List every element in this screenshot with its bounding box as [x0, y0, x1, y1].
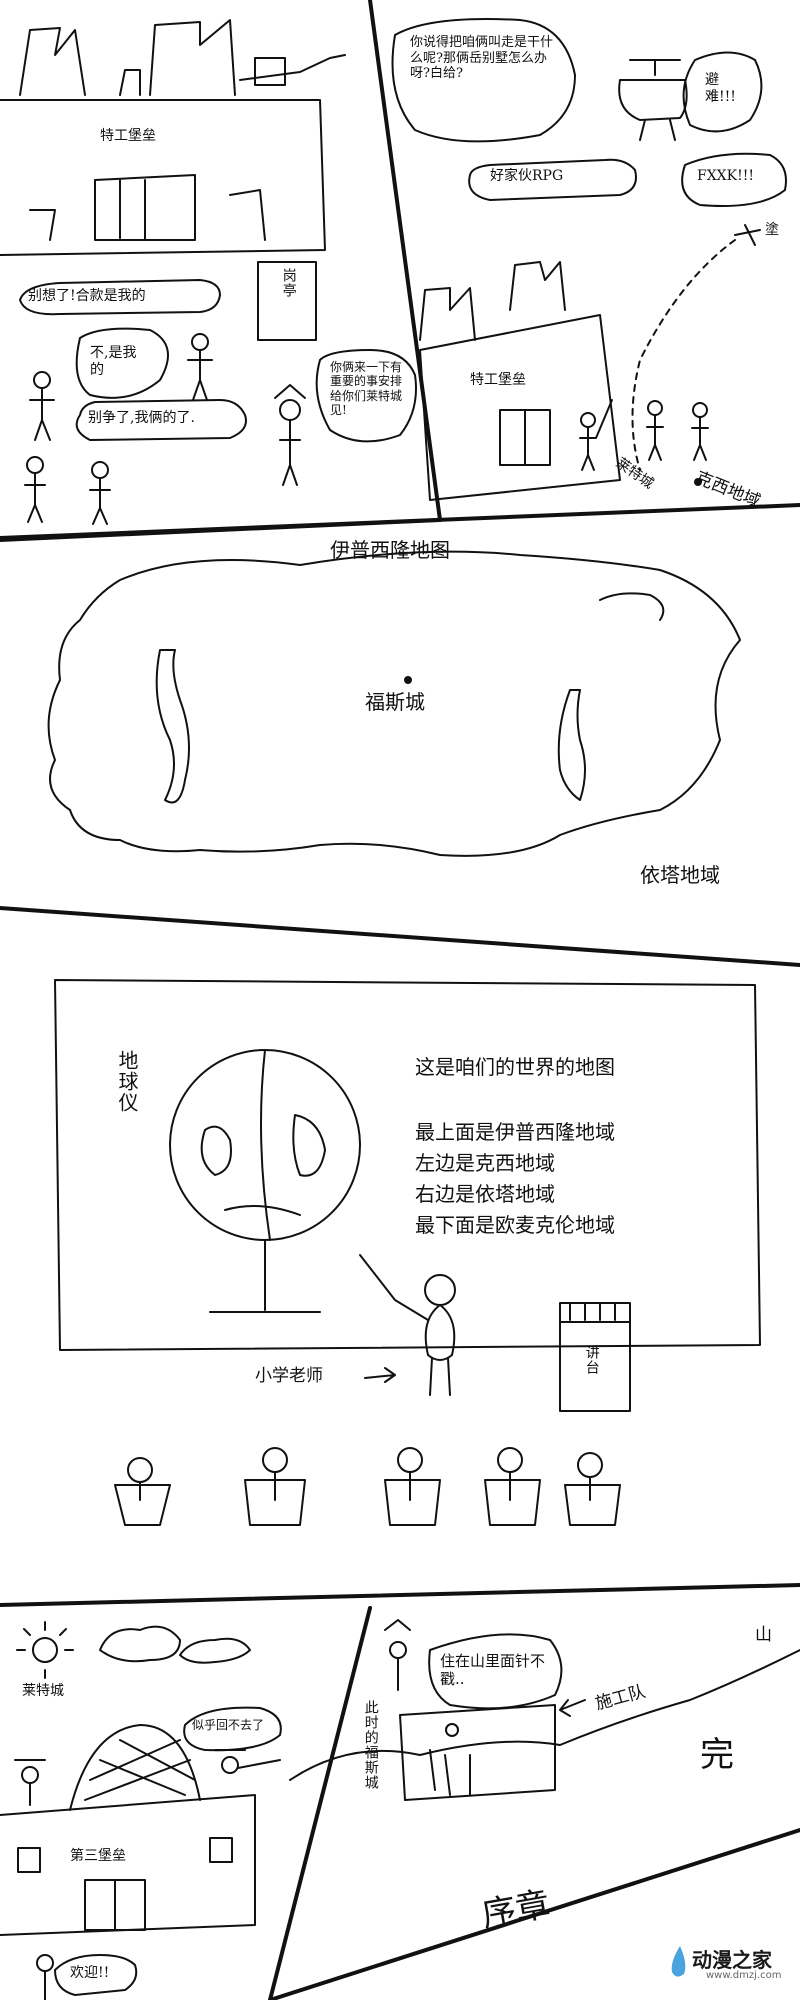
- mountain-label: 山: [755, 1625, 772, 1645]
- bubble-question: 你说得把咱俩叫走是干什么呢?那俩岳别墅怎么办呀?白给?: [410, 35, 554, 82]
- podium-drawing: [559, 1302, 631, 1412]
- teacher-figure: [359, 1254, 456, 1396]
- blackboard: [54, 979, 761, 1351]
- panel6-characters: [384, 1619, 411, 1691]
- kiosk-sign: 岗亭: [280, 268, 297, 298]
- panel5-sky: [16, 1621, 251, 1679]
- city-dot: [404, 478, 702, 684]
- board-line-6: 最下面是欧麦克伦地域: [415, 1213, 615, 1237]
- watermark-url: www.dmzj.com: [706, 1970, 782, 1981]
- panel1-characters: [24, 333, 306, 525]
- site-watermark[interactable]: 动漫之家 www.dmzj.com: [666, 1940, 786, 1990]
- panel5-city-label: 莱特城: [22, 1683, 64, 1699]
- fortress-sign: 特工堡垒: [100, 128, 156, 144]
- watermark-brand: 动漫之家: [692, 1948, 772, 1972]
- students-drawing: [114, 1447, 621, 1526]
- podium-label: 讲台: [583, 1345, 600, 1375]
- team-arrow: [559, 1699, 586, 1717]
- bubble-living: 住在山里面针不戳..: [440, 1652, 546, 1688]
- city-label: 福斯城: [365, 690, 425, 714]
- cave-room: [399, 1704, 556, 1801]
- panel2-fortress: [419, 261, 621, 501]
- panel2-fortress-sign: 特工堡垒: [470, 372, 526, 388]
- bubble-rpg: 好家伙RPG: [490, 168, 564, 184]
- panel2-bubbles: [391, 18, 787, 207]
- map-title: 伊普西隆地图: [330, 538, 450, 562]
- board-line-4: 左边是克西地域: [415, 1151, 555, 1175]
- rocket-trail: [631, 239, 736, 471]
- vertical-caption: 此时的福斯城: [362, 1700, 379, 1790]
- bubble-no-mine: 不,是我的: [90, 345, 137, 378]
- globe-label: 地球仪: [115, 1050, 139, 1113]
- panel2-soldiers: [579, 224, 761, 471]
- board-line-5: 右边是依塔地域: [415, 1182, 555, 1206]
- dome-drawing: [69, 1724, 201, 1811]
- end-text: 完: [700, 1735, 734, 1775]
- bubble-welcome: 欢迎!!: [70, 1965, 110, 1981]
- bubble-flee: 避难!!!: [705, 72, 736, 105]
- panel1-bubbles: [19, 279, 417, 443]
- helicopter-drawing: [618, 59, 688, 141]
- panel5-characters: [14, 1749, 281, 2000]
- bubble-dont-think: 别想了!合款是我的: [28, 288, 146, 304]
- third-fortress-sign: 第三堡垒: [70, 1848, 126, 1864]
- bubble-cant-go-back: 似乎回不去了: [192, 1718, 265, 1732]
- panel5-bubbles: [54, 1706, 282, 1996]
- teacher-label: 小学老师: [255, 1366, 323, 1386]
- globe-drawing: [169, 1049, 361, 1313]
- board-line-1: 这是咱们的世界的地图: [415, 1055, 615, 1079]
- continent-outline: [47, 550, 741, 857]
- board-line-3: 最上面是伊普西隆地域: [415, 1120, 615, 1144]
- third-fortress: [0, 1794, 256, 1936]
- bubble-stop-fighting: 别争了,我俩的了.: [88, 410, 195, 426]
- label-tu: 塗: [765, 222, 779, 238]
- panel6-bubbles: [428, 1633, 563, 1710]
- kiosk-drawing: [257, 261, 317, 341]
- mountain-drawing: [289, 1649, 800, 1781]
- teacher-arrow: [364, 1367, 396, 1383]
- droplet-logo-icon: [671, 1946, 686, 1977]
- fortress-drawing: [0, 19, 346, 256]
- region-right-label: 依塔地域: [640, 863, 720, 887]
- bubble-come-here: 你俩来一下有重要的事安排给你们莱特城见!: [330, 360, 403, 418]
- bubble-fxxk: FXXK!!!: [697, 168, 754, 184]
